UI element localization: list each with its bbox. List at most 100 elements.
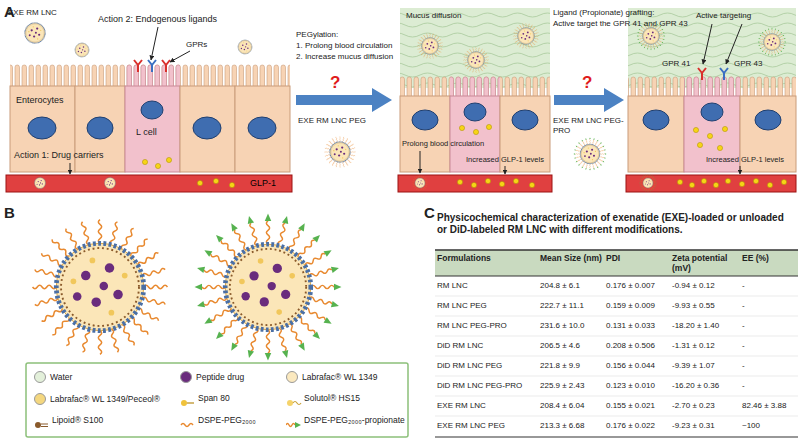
table-header: Mean Size (nm) <box>540 253 604 263</box>
table-header-slot: PDI <box>606 253 670 263</box>
legend-entry: Span 80 <box>180 393 230 404</box>
label-slot: Increased GLP-1 levels <box>466 155 544 164</box>
table-header-slot: Zeta potential (mV) <box>672 253 740 273</box>
table-cell: - <box>742 361 745 371</box>
step-note: Active target the GPR 41 and GPR 43 <box>553 19 625 29</box>
label-slot: C <box>424 203 435 222</box>
question-mark: ? <box>330 72 340 93</box>
annotation-column: PEGylation:1. Prolong blood circulation2… <box>296 30 394 63</box>
mucus-layer: Active targeting <box>694 11 758 21</box>
legend-text: DSPE-PEG₂₀₀₀ <box>198 415 256 426</box>
table-cell-slot: -9.93 ± 0.55 <box>672 301 715 311</box>
table-header-slot: EE (%) <box>742 253 796 263</box>
table-cell-slot: RM LNC PEG <box>437 301 487 311</box>
table-cell: -9.39 ± 1.07 <box>672 361 715 371</box>
table-cell-slot: 222.7 ± 11.1 <box>540 301 584 311</box>
particle-label: EXE RM LNC PEG <box>298 116 393 126</box>
legend-sample <box>180 394 196 404</box>
table-cell-slot: 204.8 ± 6.1 <box>540 281 580 291</box>
table-cell-slot: 82.46 ± 3.88 <box>742 401 786 411</box>
label-slot: ? <box>330 72 340 93</box>
legend-entry: Labrafac® WL 1349 <box>286 371 377 383</box>
legend-entry: DSPE-PEG₂₀₀₀ <box>180 415 256 426</box>
label-slot: EXE RM LNC <box>8 8 57 18</box>
table-cell-slot: -0.94 ± 0.12 <box>672 281 715 291</box>
legend-entry: Labrafac® WL 1349/Peceol® <box>34 393 160 405</box>
table-cell-slot: -1.31 ± 0.12 <box>672 341 715 351</box>
table-cell: RM LNC PEG <box>437 301 487 311</box>
table-cell: - <box>742 281 745 291</box>
legend-text: DSPE-PEG₂₀₀₀-propionate <box>304 415 405 426</box>
table-cell: - <box>742 301 745 311</box>
table-title: Physicochemical characterization of exen… <box>437 212 795 236</box>
action-label: Action 2: Endogenous ligands <box>98 14 217 25</box>
table-cell-slot: 206.5 ± 4.6 <box>540 341 580 351</box>
label-slot: Action 2: Endogenous ligands <box>98 14 217 25</box>
table-cell: 0.176 ± 0.007 <box>606 281 655 291</box>
label-slot: ? <box>582 72 592 93</box>
legend-swatch <box>286 371 298 383</box>
table-cell: DiD RM LNC PEG-PRO <box>437 381 522 391</box>
legend-entry: Peptide drug <box>180 371 244 383</box>
label-slot: B <box>4 203 15 222</box>
table-cell: -2.70 ± 0.23 <box>672 401 715 411</box>
legend-entry: DSPE-PEG₂₀₀₀-propionate <box>286 415 405 426</box>
legend-text: Labrafac® WL 1349/Peceol® <box>50 394 160 405</box>
table-cell-slot: - <box>742 381 745 391</box>
legend-swatch <box>180 371 192 383</box>
effect-label: Increased GLP-1 levels <box>706 155 784 164</box>
panel-letter: B <box>4 203 15 222</box>
node-text: GLP-1 <box>250 177 281 189</box>
table-cell-slot: 231.6 ± 10.0 <box>540 321 584 331</box>
step-note: Ligand (Propionate) grafting: <box>553 8 625 18</box>
table-cell-slot: EXE RM LNC PEG <box>437 421 505 431</box>
table-cell-slot: - <box>742 361 745 371</box>
node-text: Mucus diffusion <box>406 11 466 21</box>
table-cell: 0.131 ± 0.033 <box>606 321 655 331</box>
legend-entry: Lipoid® S100 <box>34 415 103 426</box>
legend-sample <box>286 394 302 404</box>
table-cell-slot: -2.70 ± 0.23 <box>672 401 715 411</box>
table-header-slot: Formulations <box>437 253 537 263</box>
table-header: Zeta potential (mV) <box>672 253 740 273</box>
effect-label: Prolong blood circulation <box>402 139 484 148</box>
table-cell: 208.4 ± 6.04 <box>540 401 584 411</box>
table-cell: RM LNC PEG-PRO <box>437 321 507 331</box>
annotation-column: Ligand (Propionate) grafting:Active targ… <box>553 8 625 30</box>
label-slot: Physicochemical characterization of exen… <box>437 212 795 236</box>
label-slot: GPRs <box>186 40 207 50</box>
table-cell: 0.208 ± 0.506 <box>606 341 655 351</box>
table-cell: -1.31 ± 0.12 <box>672 341 715 351</box>
legend-text: Water <box>50 372 72 383</box>
table-cell-slot: 0.131 ± 0.033 <box>606 321 655 331</box>
table-cell-slot: - <box>742 341 745 351</box>
table-cell: RM LNC <box>437 281 468 291</box>
table-cell: 0.159 ± 0.009 <box>606 301 655 311</box>
step-note: 1. Prolong blood circulation <box>296 41 394 51</box>
table-cell: 0.123 ± 0.010 <box>606 381 655 391</box>
table-cell-slot: 0.155 ± 0.021 <box>606 401 655 411</box>
receptor-label: GPR 43 <box>734 59 762 69</box>
table-cell: 204.8 ± 6.1 <box>540 281 580 291</box>
table-cell: 82.46 ± 3.88 <box>742 401 786 411</box>
mucus-layer: Mucus diffusion <box>404 11 468 21</box>
table-cell-slot: -16.20 ± 0.36 <box>672 381 719 391</box>
particle-label: EXE RM LNC PEG-PRO <box>553 116 627 136</box>
table-cell: EXE RM LNC <box>437 401 486 411</box>
question-mark: ? <box>582 72 592 93</box>
table-cell-slot: DiD RM LNC <box>437 341 483 351</box>
table-cell: 222.7 ± 11.1 <box>540 301 584 311</box>
table-cell: DiD RM LNC <box>437 341 483 351</box>
table-cell: 0.155 ± 0.021 <box>606 401 655 411</box>
table-cell-slot: 0.159 ± 0.009 <box>606 301 655 311</box>
table-cell: 213.3 ± 6.68 <box>540 421 584 431</box>
receptor-label: GPR 41 <box>662 59 690 69</box>
table-cell: -16.20 ± 0.36 <box>672 381 719 391</box>
table-cell-slot: 225.9 ± 2.43 <box>540 381 584 391</box>
label-slot: GPR 43 <box>734 59 762 69</box>
table-header-slot: Mean Size (nm) <box>540 253 604 263</box>
table-cell: -0.94 ± 0.12 <box>672 281 715 291</box>
table-cell: 231.6 ± 10.0 <box>540 321 584 331</box>
receptor-label: GPRs <box>186 40 207 50</box>
table-cell-slot: 0.208 ± 0.506 <box>606 341 655 351</box>
